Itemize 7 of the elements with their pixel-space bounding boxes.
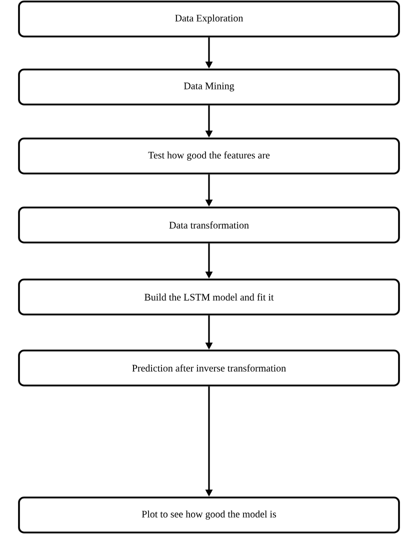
process-box: Data Mining	[18, 68, 400, 106]
process-box: Plot to see how good the model is	[18, 496, 400, 534]
process-box: Build the LSTM model and fit it	[18, 278, 400, 316]
process-box: Data transformation	[18, 206, 400, 244]
process-box: Prediction after inverse transformation	[18, 350, 400, 386]
process-box: Test how good the features are	[18, 138, 400, 174]
process-box: Data Exploration	[18, 0, 400, 38]
